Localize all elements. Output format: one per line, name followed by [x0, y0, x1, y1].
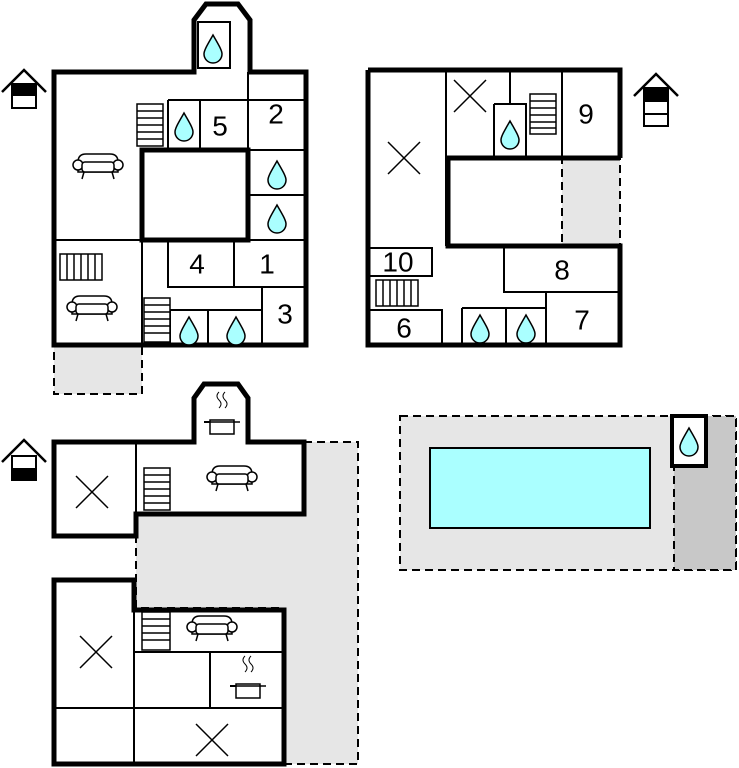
sofa-icon — [72, 153, 124, 180]
room-2-label: 2 — [268, 99, 284, 130]
water-drop-icon — [500, 120, 520, 150]
bedroom-x-icon — [79, 635, 113, 669]
floor-plan-top-right — [365, 67, 623, 348]
terrace — [53, 343, 143, 395]
kitchen-pot-icon — [229, 655, 267, 699]
bedroom-x-icon — [453, 79, 487, 113]
stairs-icon — [143, 467, 171, 511]
sofa-icon — [66, 295, 118, 322]
house-floor-icon — [1, 438, 47, 481]
water-drop-icon — [226, 316, 246, 346]
pool-area — [399, 414, 737, 571]
room-10-label: 10 — [382, 247, 413, 278]
kitchen-pot-icon — [203, 391, 241, 435]
room-4-label: 4 — [189, 249, 205, 280]
room-8-label: 8 — [554, 255, 570, 286]
room-7-label: 7 — [574, 305, 590, 336]
floor-plan-top-left — [51, 1, 309, 395]
room-6-label: 6 — [396, 313, 412, 344]
room-5-label: 5 — [212, 111, 228, 142]
room-3-label: 3 — [277, 299, 293, 330]
floor-plan-bottom-left — [51, 381, 359, 767]
water-drop-icon — [267, 160, 287, 190]
stairs-icon — [136, 103, 164, 147]
water-drop-icon — [516, 314, 536, 344]
house-floor-icon — [633, 72, 679, 127]
sofa-icon — [186, 615, 238, 642]
water-drop-icon — [267, 204, 287, 234]
stairs-icon — [529, 93, 557, 135]
stairs-icon — [59, 253, 103, 281]
bedroom-x-icon — [75, 475, 109, 509]
house-floor-icon — [1, 68, 47, 109]
water-drop-icon — [179, 316, 199, 346]
room-1-label: 1 — [259, 249, 275, 280]
bedroom-x-icon — [195, 723, 229, 757]
pool — [429, 447, 651, 529]
water-drop-icon — [203, 34, 223, 64]
water-drop-icon — [470, 314, 490, 344]
bedroom-x-icon — [387, 141, 421, 175]
sofa-icon — [206, 465, 258, 492]
stairs-icon — [143, 297, 171, 343]
courtyard — [139, 147, 251, 243]
water-drop-icon — [174, 112, 194, 142]
stairs-icon — [375, 279, 419, 307]
stairs-icon — [141, 611, 171, 651]
room-9-label: 9 — [578, 99, 594, 130]
terrace — [561, 157, 621, 247]
